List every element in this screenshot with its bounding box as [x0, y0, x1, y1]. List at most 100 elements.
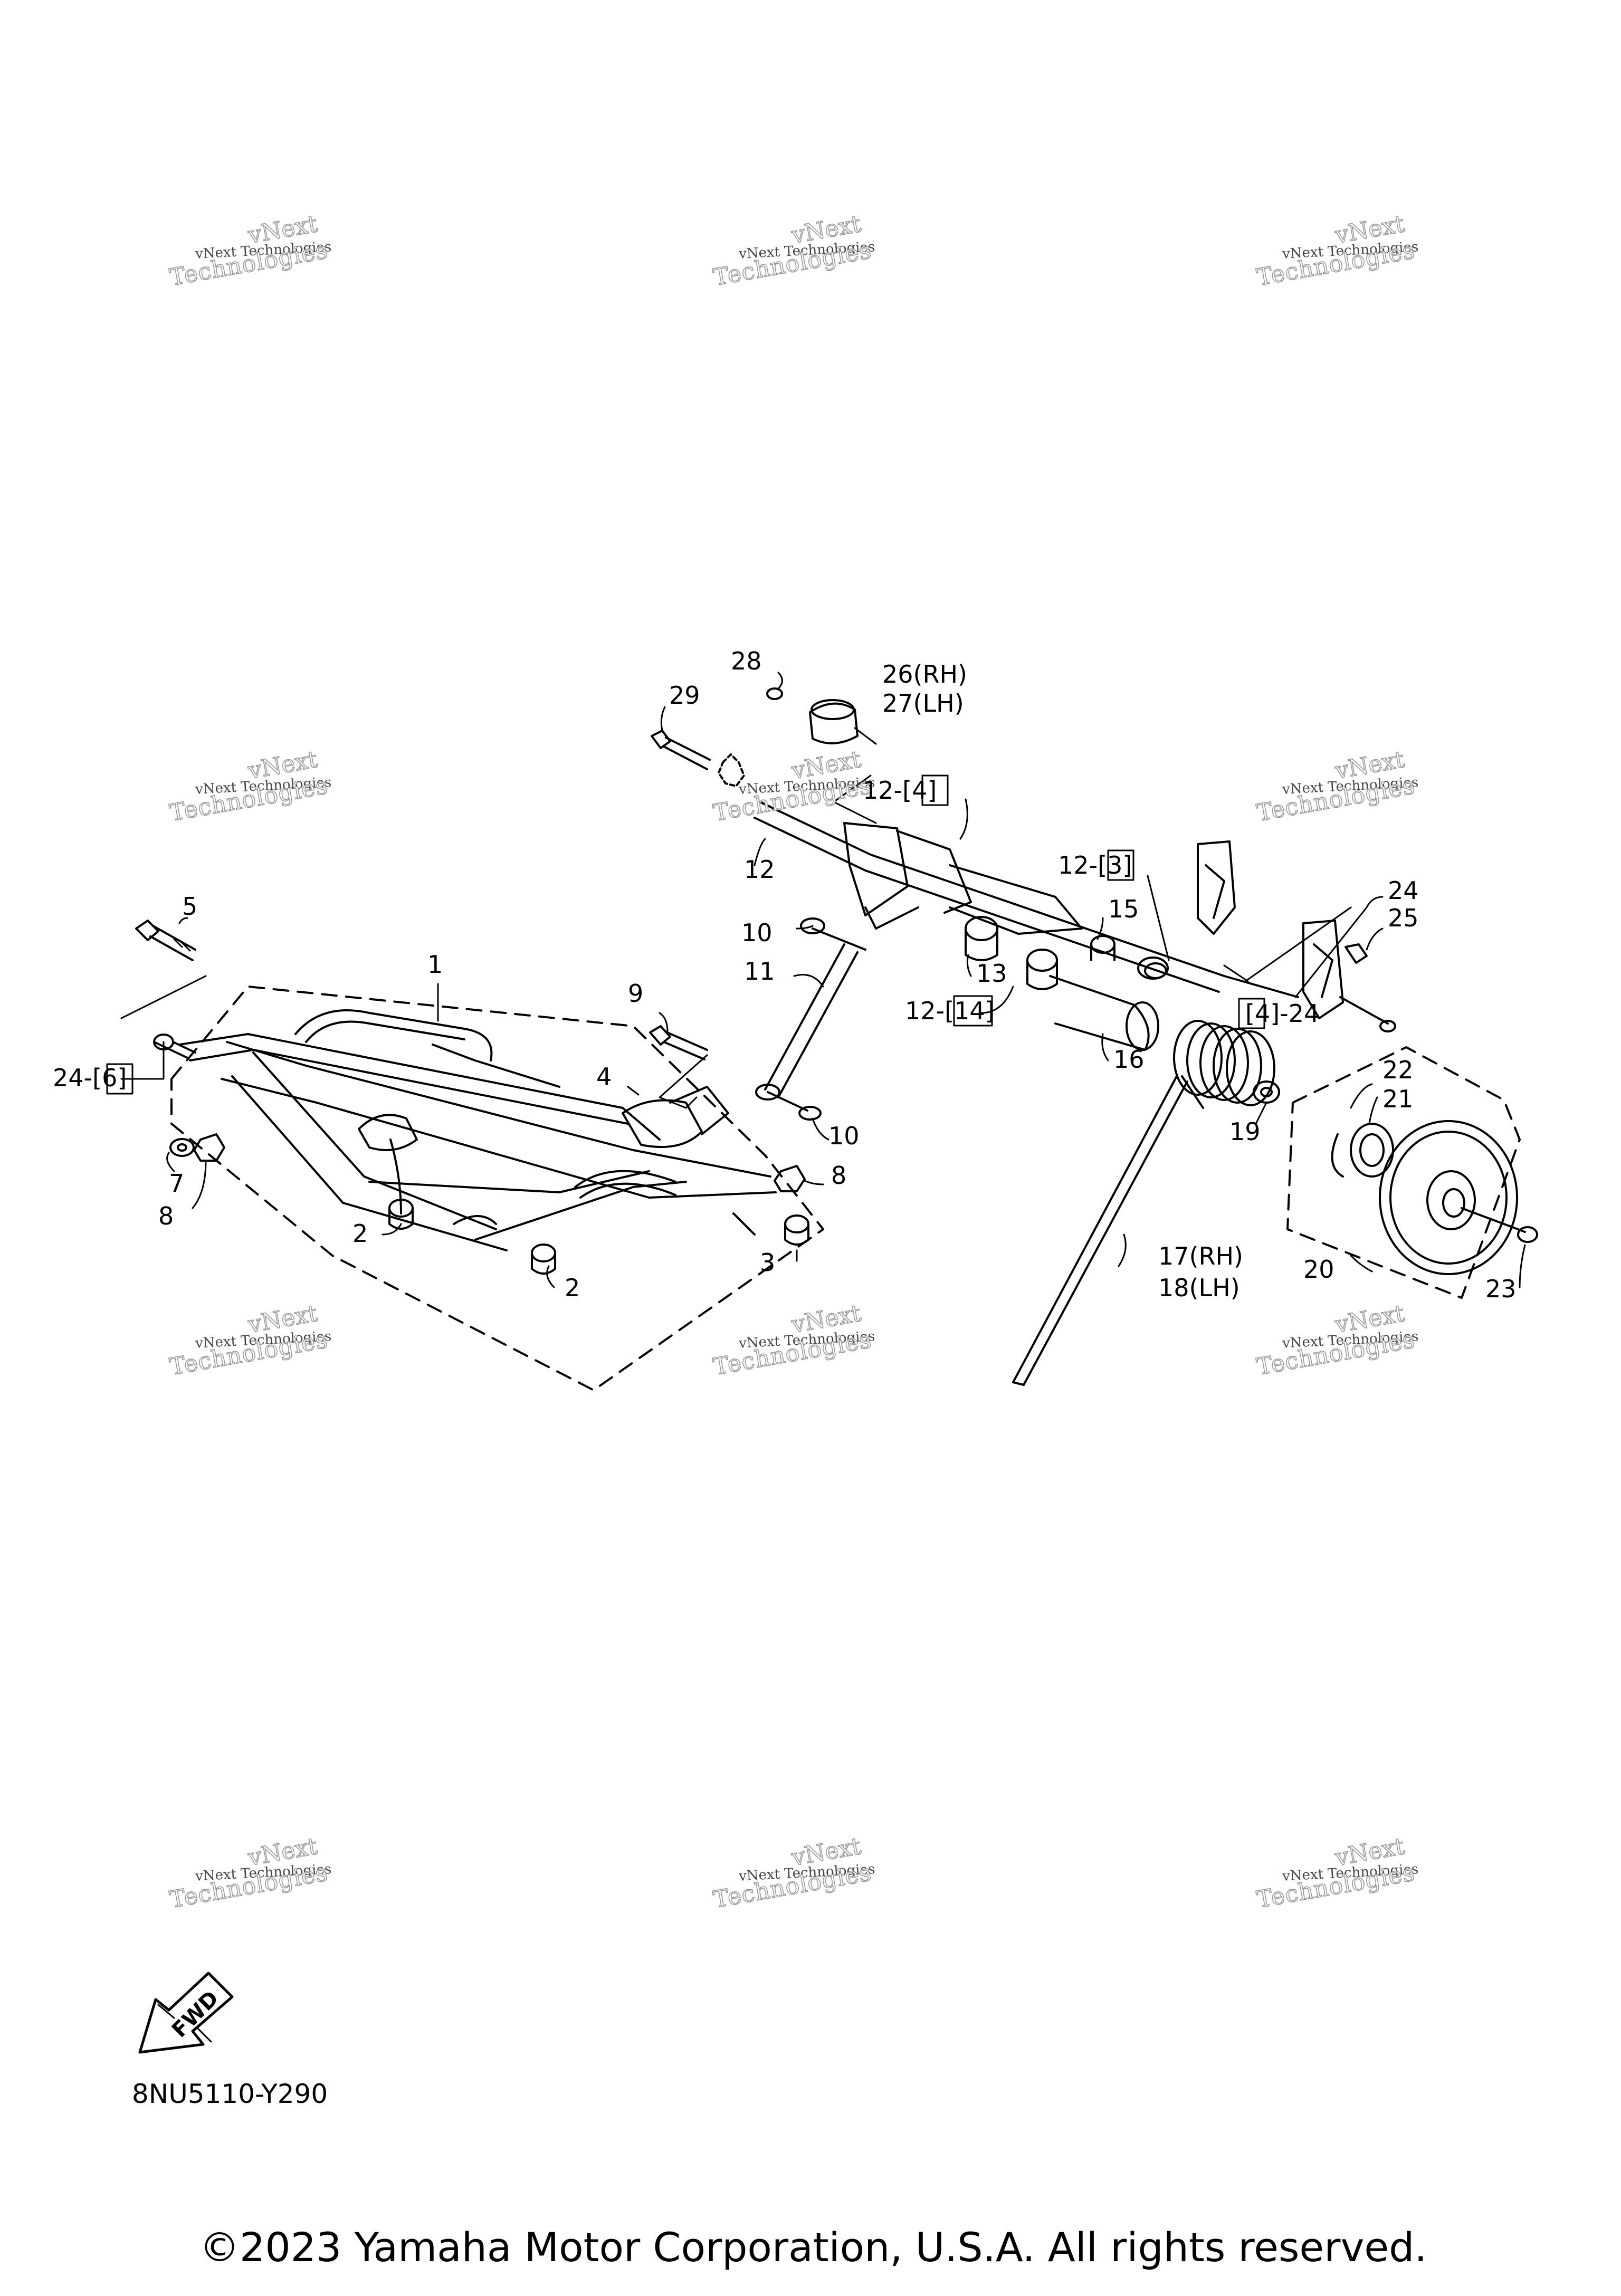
callout-1: 1: [427, 950, 443, 979]
bush-3-right: [1137, 956, 1169, 980]
leader-24: [1294, 896, 1384, 998]
leader-26: [854, 727, 877, 745]
leader-16: [1101, 1033, 1109, 1061]
callout-13: 13: [976, 959, 1007, 988]
bushing-3: [784, 1214, 809, 1246]
watermark: vNext vNext Technologies Technologies: [167, 1832, 332, 1914]
leader-10-bottom: [812, 1117, 829, 1141]
leader-12-4: [959, 798, 968, 840]
leader-7: [166, 1152, 175, 1172]
callout-22: 22: [1382, 1056, 1414, 1084]
link-rod-11: [755, 917, 866, 1121]
copyright-notice: ©2023 Yamaha Motor Corporation, U.S.A. A…: [199, 2224, 1427, 2271]
bolt-5: [135, 920, 196, 961]
box-4-right: [1238, 998, 1265, 1029]
leader-4-24: [1223, 906, 1352, 982]
spacer-15: [1090, 935, 1167, 979]
leader-20: [1350, 1255, 1373, 1273]
leader-17: [1118, 1233, 1127, 1267]
callout-19: 19: [1229, 1117, 1261, 1146]
callout-2-right: 2: [565, 1274, 580, 1302]
callout-25: 25: [1388, 904, 1419, 932]
callout-7: 7: [169, 1169, 185, 1198]
callout-4-24: [4]-24: [1245, 999, 1320, 1028]
watermark: vNext vNext Technologies Technologies: [711, 1832, 875, 1914]
clip-28: [766, 687, 783, 700]
callout-16: 16: [1113, 1045, 1145, 1074]
callout-24-6: 24-[6]: [53, 1064, 127, 1092]
callout-11: 11: [744, 957, 775, 986]
callout-4: 4: [596, 1063, 612, 1091]
bolt-29: [651, 730, 711, 770]
callout-8-right: 8: [831, 1161, 847, 1190]
leader-12-14: [980, 986, 1014, 1014]
collar-14: [1026, 949, 1058, 990]
callout-23: 23: [1485, 1275, 1517, 1303]
leader-6: [120, 1041, 165, 1080]
leader-19: [1255, 1102, 1267, 1125]
leader-11: [793, 974, 824, 988]
washer-19: [1253, 1080, 1280, 1104]
cap-26-27: [809, 699, 859, 744]
leader-12: [754, 838, 766, 866]
fwd-arrow-icon: [138, 1972, 234, 2054]
cog-washer: [718, 753, 745, 787]
leader-13: [966, 954, 972, 977]
watermark: vNext vNext Technologies Technologies: [1254, 745, 1419, 827]
a-arm-frame: [178, 1009, 777, 1251]
leader-2-left: [382, 1223, 402, 1236]
rear-axle-assembly: [754, 801, 1396, 1032]
watermark: vNext vNext Technologies Technologies: [711, 210, 875, 292]
callout-21: 21: [1382, 1085, 1414, 1113]
leader-8-right: [804, 1180, 824, 1185]
watermark: vNext vNext Technologies Technologies: [167, 1299, 332, 1381]
leader-12-3: [1147, 875, 1170, 961]
callout-3: 3: [760, 1248, 776, 1277]
watermark: vNext vNext Technologies Technologies: [167, 745, 332, 827]
bolt-25: [1345, 943, 1368, 964]
watermark: vNext vNext Technologies Technologies: [1254, 1299, 1419, 1381]
collar-13: [965, 916, 998, 961]
bushing-2-right: [531, 1243, 556, 1275]
callout-5: 5: [182, 892, 198, 921]
leader-25: [1366, 927, 1384, 951]
leader-15: [1096, 917, 1104, 940]
callout-26: 26(RH): [882, 660, 967, 688]
box-14: [953, 995, 993, 1027]
watermark: vNext vNext Technologies Technologies: [711, 1299, 875, 1381]
callout-12-3: 12-[3]: [1058, 851, 1132, 879]
leader-9: [659, 1012, 669, 1032]
leader-4: [627, 1086, 640, 1096]
idler-wheel-20: [1331, 1120, 1538, 1275]
bushing-2-left: [388, 1199, 414, 1230]
callout-28: 28: [731, 647, 762, 675]
nut-8-left: [193, 1133, 225, 1162]
callout-20: 20: [1303, 1255, 1334, 1284]
leader-22: [1350, 1083, 1373, 1109]
watermark: vNext vNext Technologies Technologies: [167, 210, 332, 292]
pipe-16: [1049, 975, 1159, 1051]
watermark: vNext vNext Technologies Technologies: [1254, 1832, 1419, 1914]
callout-15: 15: [1108, 895, 1139, 923]
box-6: [106, 1063, 134, 1095]
leader-29: [660, 706, 666, 732]
leader-21: [1368, 1096, 1378, 1125]
callout-8-left: 8: [158, 1202, 174, 1230]
callout-10-bottom: 10: [828, 1122, 860, 1150]
leader-24-6: [120, 975, 207, 1019]
diagram-reference-code: 8NU5110-Y290: [132, 2079, 328, 2109]
torsion-spring-17-18: [1012, 1020, 1275, 1386]
bolt-9: [649, 1025, 708, 1060]
assembly-boundary-1: [170, 986, 824, 1391]
callout-12: 12: [744, 855, 775, 884]
leader-8-left: [192, 1160, 207, 1209]
callout-24: 24: [1388, 876, 1419, 905]
callout-9: 9: [628, 979, 644, 1008]
washer-7: [169, 1138, 195, 1157]
box-3: [1107, 849, 1134, 881]
callout-27: 27(LH): [882, 689, 964, 718]
box-4-top: [921, 774, 949, 806]
callout-17: 17(RH): [1158, 1242, 1243, 1270]
assembly-boundary-20: [1286, 1046, 1521, 1299]
